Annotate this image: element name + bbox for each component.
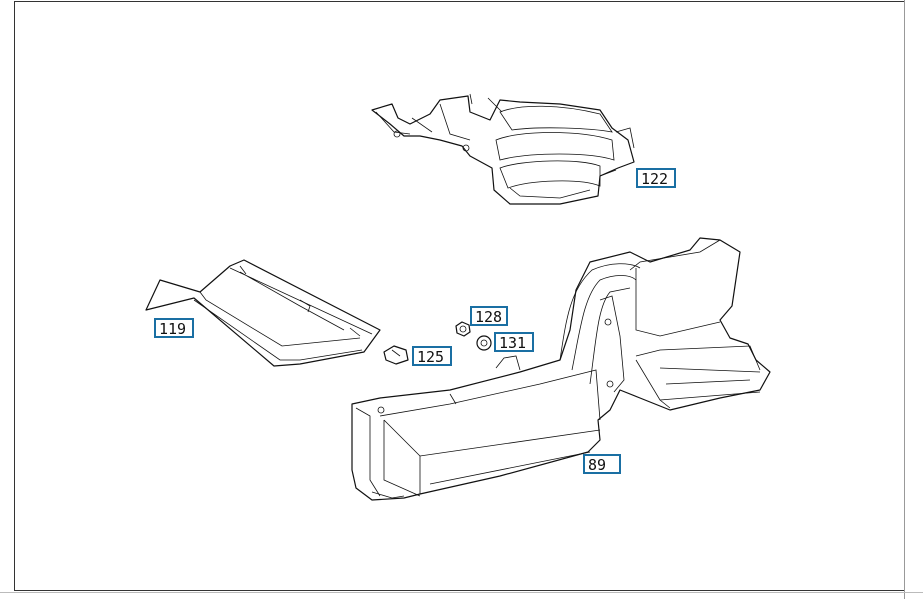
diagram-frame bbox=[14, 1, 905, 591]
part-125-clip-drawing bbox=[383, 345, 409, 365]
part-89-drawing bbox=[351, 237, 771, 501]
callout-128[interactable]: 128 bbox=[470, 306, 508, 326]
callout-131[interactable]: 131 bbox=[494, 332, 534, 352]
part-128-nut-drawing bbox=[455, 321, 471, 337]
callout-125[interactable]: 125 bbox=[412, 346, 452, 366]
part-122-drawing bbox=[371, 93, 635, 205]
callout-122[interactable]: 122 bbox=[636, 168, 676, 188]
part-131-washer-drawing bbox=[476, 335, 492, 351]
callout-89[interactable]: 89 bbox=[583, 454, 621, 474]
vertical-scrollbar[interactable] bbox=[904, 0, 920, 599]
callout-119[interactable]: 119 bbox=[154, 318, 194, 338]
horizontal-scrollbar[interactable] bbox=[0, 592, 923, 599]
part-119-drawing bbox=[145, 259, 381, 367]
